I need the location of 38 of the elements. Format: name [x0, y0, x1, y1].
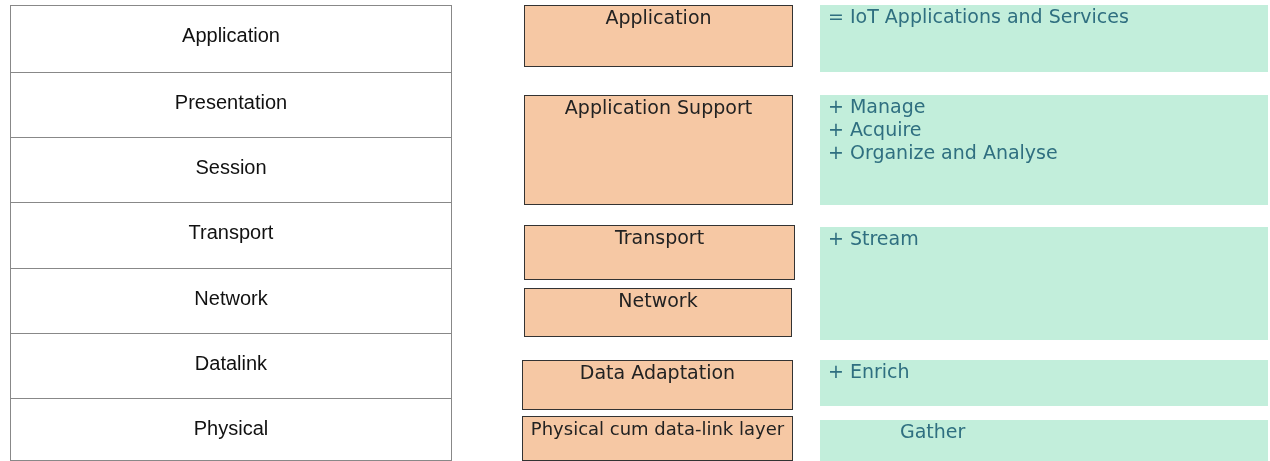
iot-layer-box	[524, 5, 793, 67]
function-panel	[820, 227, 1268, 340]
layer-name: Session	[194, 156, 268, 179]
function-text: + Manage	[828, 95, 927, 118]
layer-name: Transport	[187, 221, 275, 244]
osi-layer-box	[10, 137, 452, 203]
osi-layer-box	[10, 333, 452, 399]
layer-name: Application Support	[563, 96, 754, 118]
function-text: + Acquire	[828, 118, 923, 141]
function-text: + Organize and Analyse	[828, 141, 1059, 164]
function-text: = IoT Applications and Services	[828, 5, 1130, 28]
layer-name: Data Adaptation	[578, 361, 737, 383]
layer-name: Physical	[192, 417, 270, 440]
function-text: + Enrich	[828, 360, 911, 383]
function-panel	[820, 5, 1268, 72]
function-text: + Stream	[828, 227, 920, 250]
layer-name: Application	[181, 24, 281, 47]
layer-name: Application	[604, 6, 713, 28]
iot-layer-box	[524, 95, 793, 205]
osi-layer-box	[10, 72, 452, 138]
layer-name: Network	[617, 289, 699, 311]
function-text: Gather	[900, 420, 967, 443]
osi-layer-box	[10, 202, 452, 269]
function-panel	[820, 95, 1268, 205]
layer-name: Presentation	[173, 91, 289, 114]
layer-name: Transport	[613, 226, 706, 248]
layer-name: Physical cum data-link layer	[529, 419, 786, 438]
function-panel	[820, 420, 1268, 461]
iot-layer-box	[522, 416, 793, 461]
layer-name: Network	[193, 287, 269, 310]
osi-layer-box	[10, 398, 452, 461]
osi-layer-box	[10, 5, 452, 73]
layer-name: Datalink	[193, 352, 269, 375]
iot-layer-box	[524, 288, 792, 337]
osi-layer-box	[10, 268, 452, 334]
function-panel	[820, 360, 1268, 406]
iot-layer-box	[522, 360, 793, 410]
iot-layer-box	[524, 225, 795, 280]
